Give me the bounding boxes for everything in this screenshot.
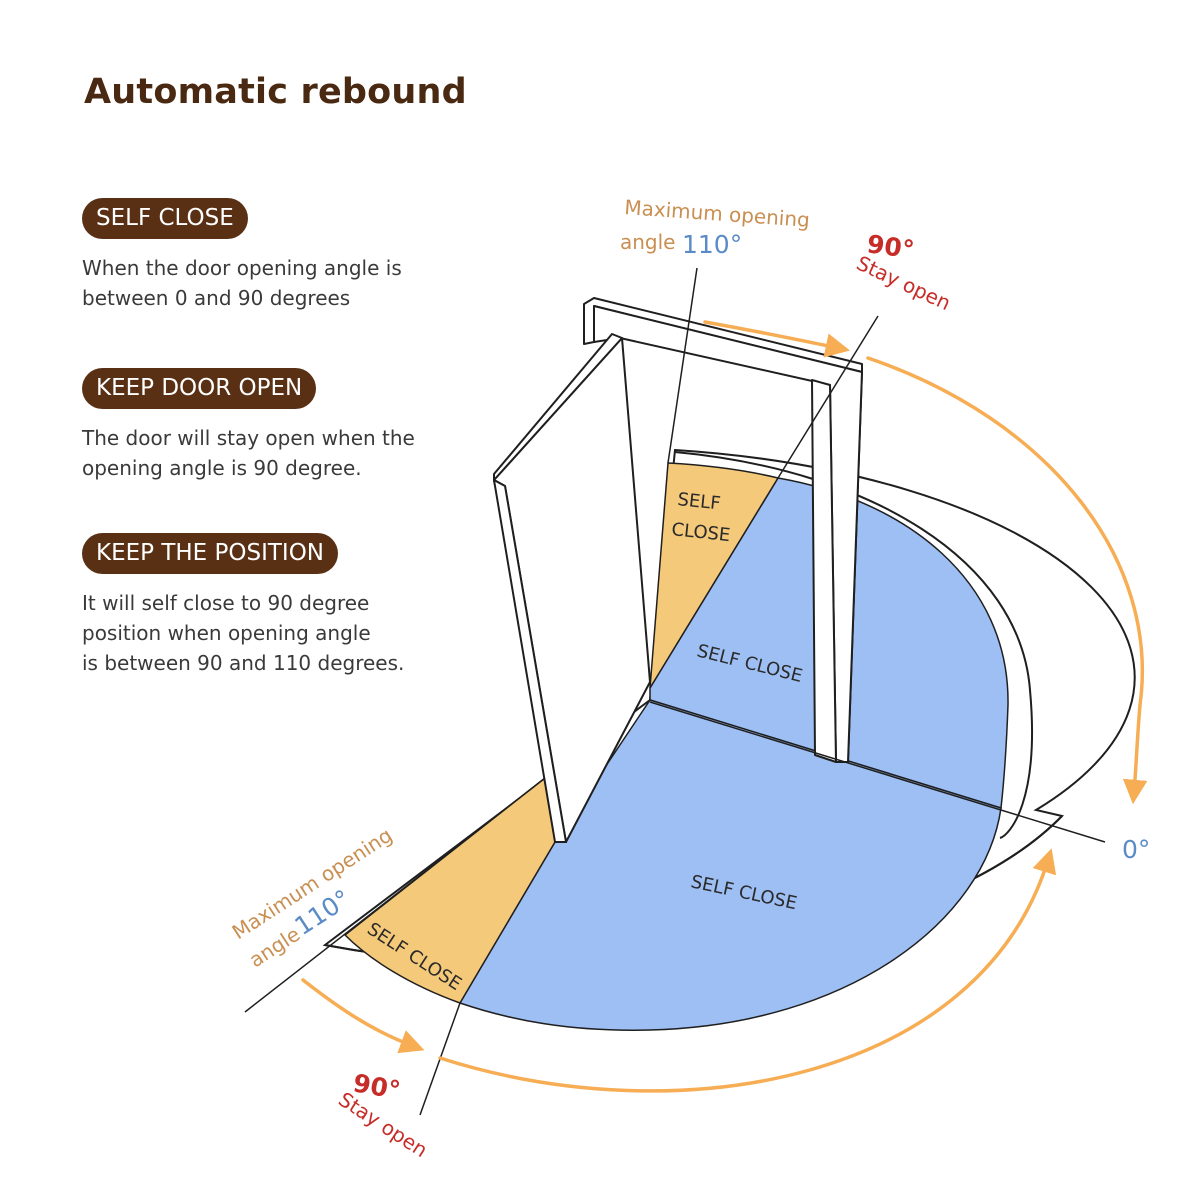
door-slab xyxy=(493,333,651,843)
keep-position-description: It will self close to 90 degree position… xyxy=(82,591,405,675)
top-max-label-line1: Maximum opening xyxy=(624,195,811,232)
zero-degree-line xyxy=(649,701,1106,843)
bottom-arrow-long xyxy=(438,848,1057,1093)
top-arrow-long xyxy=(866,356,1148,805)
reference-lines xyxy=(244,267,1106,1116)
page-title: Automatic rebound xyxy=(84,72,467,112)
top-max-angle: 110° xyxy=(682,230,742,259)
top-tan-zone-label-line1: SELF xyxy=(676,489,721,514)
zero-degree-label: 0° xyxy=(1122,835,1150,864)
keep-door-open-description: The door will stay open when the opening… xyxy=(82,426,415,480)
floor-ring-inner-edge xyxy=(674,451,1033,839)
top-stay-angle: 90° xyxy=(865,229,916,264)
bottom-tan-zone xyxy=(343,776,556,1004)
section-self-close: SELF CLOSE When the door opening angle i… xyxy=(82,198,482,313)
keep-door-open-badge: KEEP DOOR OPEN xyxy=(82,368,317,409)
top-arrow-short xyxy=(703,320,850,358)
rotation-arrows xyxy=(301,320,1148,1093)
bottom-max-line xyxy=(244,777,546,1013)
top-tan-zone xyxy=(649,462,780,689)
bottom-arrow-short xyxy=(301,978,425,1054)
section-keep-door-open: KEEP DOOR OPEN The door will stay open w… xyxy=(82,368,482,483)
top-90-line xyxy=(777,315,879,479)
top-max-line xyxy=(667,267,698,464)
self-close-description: When the door opening angle is between 0… xyxy=(82,256,402,310)
door-frame xyxy=(583,297,863,763)
section-keep-position: KEEP THE POSITION It will self close to … xyxy=(82,533,482,678)
keep-position-badge: KEEP THE POSITION xyxy=(82,533,339,574)
top-max-label-line2: angle xyxy=(620,230,676,254)
self-close-badge: SELF CLOSE xyxy=(82,198,248,239)
